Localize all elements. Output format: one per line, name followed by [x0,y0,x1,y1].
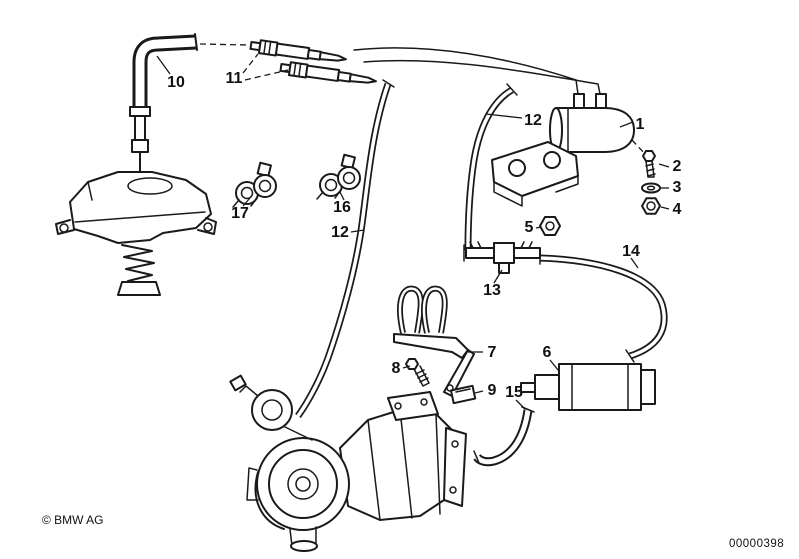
nozzles-11 [249,37,378,89]
callout-15: 15 [505,384,523,401]
clamp-16 [316,153,361,200]
copyright-text: © BMW AG [42,513,104,527]
callout-13: 13 [483,282,501,299]
washer-3 [641,182,661,194]
callout-12-top: 12 [524,112,542,129]
hose-12-to-tee [464,83,518,251]
bracket-7 [393,285,475,397]
pressure-regulator [55,106,217,296]
screw-8 [405,358,430,387]
callout-14: 14 [622,243,640,260]
clip-9 [449,384,477,405]
callout-12-mid: 12 [331,224,349,241]
callout-17: 17 [231,205,249,222]
pressure-converter-valve-1 [491,93,635,207]
callout-11: 11 [225,70,243,87]
nut-5 [539,216,561,236]
callout-9: 9 [487,382,497,399]
leader-lines [156,43,670,410]
hose-12-long [295,79,395,419]
hose-10 [131,33,198,108]
callout-6: 6 [542,344,552,361]
vacuum-lines [353,47,601,95]
callout-3: 3 [672,179,682,196]
t-connector-13 [463,241,541,274]
clamp-17 [232,161,277,208]
callout-7: 7 [487,344,497,361]
turbocharger [229,374,467,552]
callout-10: 10 [167,74,185,91]
document-number: 00000398 [729,538,785,550]
callout-1: 1 [635,116,645,133]
nut-4 [641,197,661,215]
callout-2: 2 [672,158,682,175]
callout-8: 8 [391,360,401,377]
bolt-2 [642,150,656,178]
fuel-filter-6 [520,363,656,411]
hose-15 [473,406,535,467]
callout-5: 5 [524,219,534,236]
callout-16: 16 [333,199,351,216]
hose-14 [539,251,668,363]
callout-4: 4 [672,201,682,218]
